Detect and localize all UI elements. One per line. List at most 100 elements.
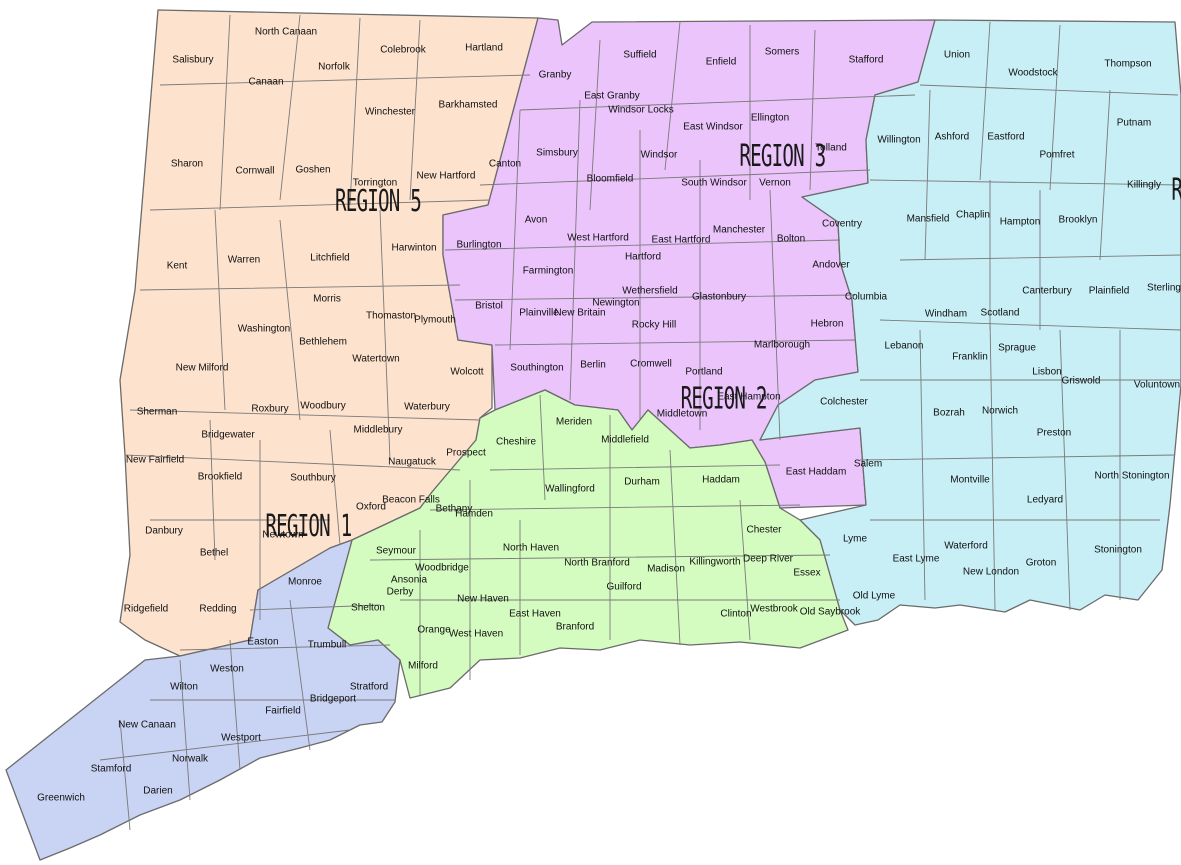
town-label: Derby [387, 587, 414, 598]
town-label: Hartford [625, 252, 661, 263]
town-label: Windsor Locks [608, 105, 674, 116]
town-label: East Granby [584, 91, 640, 102]
town-label: Plainfield [1089, 286, 1130, 297]
town-label: Sharon [171, 159, 203, 170]
town-label: Plymouth [414, 315, 456, 326]
town-label: Bristol [475, 301, 503, 312]
town-label: Naugatuck [388, 457, 437, 468]
town-label: Enfield [706, 57, 737, 68]
town-label: Norwich [982, 406, 1018, 417]
town-label: Burlington [456, 240, 501, 251]
town-label: Sprague [998, 343, 1036, 354]
town-label: Waterford [944, 541, 988, 552]
town-label: New Fairfield [126, 455, 184, 466]
town-label: Hartland [465, 43, 503, 54]
town-label: Cornwall [236, 166, 275, 177]
town-label: Redding [199, 604, 236, 615]
town-label: Bloomfield [587, 174, 634, 185]
town-label: Norfolk [318, 62, 351, 73]
town-label: Westbrook [750, 604, 799, 615]
town-label: Colchester [820, 397, 868, 408]
town-label: Brooklyn [1059, 215, 1098, 226]
town-label: Suffield [623, 50, 656, 61]
town-label: East Haven [509, 609, 561, 620]
town-label: Cheshire [496, 437, 536, 448]
town-labels: North CanaanSalisburyCanaanNorfolkColebr… [37, 27, 1181, 804]
town-label: South Windsor [681, 178, 747, 189]
town-label: Ledyard [1027, 495, 1063, 506]
town-label: Haddam [702, 475, 740, 486]
town-label: Bethel [200, 548, 228, 559]
town-label: Newtown [262, 530, 303, 541]
town-label: Roxbury [251, 404, 288, 415]
town-label: East Hampton [717, 392, 780, 403]
town-label: Goshen [295, 165, 330, 176]
town-label: Weston [210, 664, 244, 675]
town-label: Killingly [1127, 180, 1161, 191]
town-label: Scotland [981, 308, 1020, 319]
town-label: Clinton [720, 609, 751, 620]
town-label: Coventry [822, 219, 862, 230]
town-label: Essex [793, 568, 820, 579]
town-label: Manchester [713, 225, 766, 236]
town-label: Norwalk [172, 754, 209, 765]
town-label: Middlefield [601, 435, 649, 446]
town-label: Ridgefield [124, 604, 168, 615]
town-label: Windsor [641, 150, 678, 161]
town-label: Stratford [350, 682, 388, 693]
town-label: Rocky Hill [632, 320, 676, 331]
town-label: Milford [408, 661, 438, 672]
town-label: Hampton [1000, 217, 1041, 228]
town-label: Trumbull [308, 640, 347, 651]
town-label: Ansonia [391, 575, 428, 586]
town-label: Westport [221, 733, 261, 744]
town-label: Branford [556, 622, 594, 633]
town-label: New Canaan [118, 720, 176, 731]
town-label: New Britain [554, 308, 605, 319]
town-label: East Haddam [786, 467, 847, 478]
town-label: Lebanon [885, 341, 924, 352]
town-label: Wilton [170, 682, 198, 693]
town-label: Bridgewater [201, 430, 255, 441]
town-label: Mansfield [907, 214, 950, 225]
town-label: Beacon Falls [382, 495, 440, 506]
town-label: Oxford [356, 502, 386, 513]
town-label: Washington [238, 324, 290, 335]
town-label: Lisbon [1032, 367, 1061, 378]
town-label: Harwinton [391, 243, 436, 254]
town-label: Monroe [288, 577, 322, 588]
town-label: Wolcott [450, 367, 483, 378]
region-4-label: REGION 4 [1171, 173, 1181, 208]
town-label: Watertown [352, 354, 399, 365]
town-label: Middletown [657, 409, 708, 420]
town-label: Willington [877, 135, 920, 146]
town-label: Stafford [849, 55, 884, 66]
town-label: Stonington [1094, 545, 1142, 556]
town-label: Franklin [952, 352, 988, 363]
town-boundaries [99, 14, 1181, 831]
town-label: Canton [489, 159, 521, 170]
town-label: West Haven [449, 629, 503, 640]
town-label: Groton [1026, 558, 1057, 569]
town-label: Salisbury [172, 55, 213, 66]
region-labels: REGION 5 REGION 3 REGION 4 REGION 2 REGI… [265, 139, 1181, 543]
town-label: Easton [247, 637, 278, 648]
town-label: Brookfield [198, 472, 242, 483]
town-label: New London [963, 567, 1019, 578]
town-label: Granby [539, 70, 572, 81]
town-label: Windham [925, 309, 967, 320]
town-label: Winchester [365, 107, 416, 118]
town-label: Orange [417, 625, 451, 636]
town-label: New Hartford [417, 171, 476, 182]
town-label: Chester [746, 525, 782, 536]
town-label: Sterling [1147, 283, 1181, 294]
town-label: West Hartford [567, 233, 629, 244]
town-label: Bethlehem [299, 337, 347, 348]
town-label: Colebrook [380, 45, 427, 56]
town-label: Griswold [1062, 376, 1101, 387]
town-label: Ashford [935, 132, 969, 143]
town-label: New Milford [176, 363, 229, 374]
town-label: North Haven [503, 543, 559, 554]
town-label: Cromwell [630, 359, 672, 370]
town-label: Fairfield [265, 706, 301, 717]
